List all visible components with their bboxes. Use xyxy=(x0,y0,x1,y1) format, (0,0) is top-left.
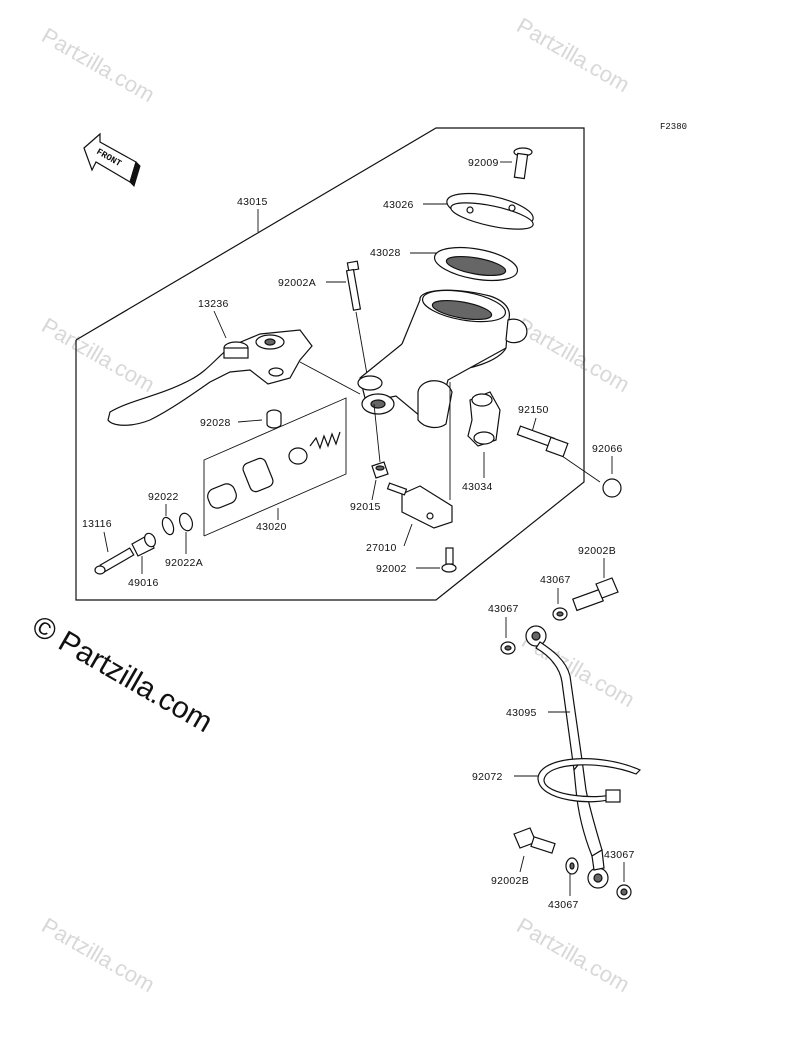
label-92002B-bottom: 92002B xyxy=(491,875,529,887)
label-43028: 43028 xyxy=(370,247,401,259)
brake-hose-43095 xyxy=(525,625,609,889)
plug-92066 xyxy=(602,478,622,498)
label-92002: 92002 xyxy=(376,563,407,575)
diagram-code: F2380 xyxy=(660,122,687,132)
switch-27010 xyxy=(386,482,453,529)
pushrod-13116 xyxy=(94,547,135,575)
label-92002A: 92002A xyxy=(278,277,316,289)
master-cylinder-body xyxy=(357,289,528,429)
label-43026: 43026 xyxy=(383,199,414,211)
label-92009: 92009 xyxy=(468,157,499,169)
front-arrow-icon: FRONT xyxy=(83,132,141,187)
label-92072: 92072 xyxy=(472,771,503,783)
banjo-bolt-92002B-top xyxy=(572,577,619,612)
clamp-92072 xyxy=(537,758,642,803)
label-27010: 27010 xyxy=(366,542,397,554)
banjo-bolt-92002B-bottom xyxy=(513,827,556,854)
clamp-43034 xyxy=(467,391,501,447)
watermark-top-right: Partzilla.com xyxy=(513,13,635,98)
cap-43026 xyxy=(446,192,534,230)
label-43067-b: 43067 xyxy=(488,603,519,615)
assembly-box xyxy=(75,127,585,601)
label-43095: 43095 xyxy=(506,707,537,719)
lever-13236 xyxy=(107,329,361,426)
label-92150: 92150 xyxy=(518,404,549,416)
diaphragm-43028 xyxy=(433,246,519,282)
label-92028: 92028 xyxy=(200,417,231,429)
bushing-92028 xyxy=(266,409,282,429)
screw-92002 xyxy=(441,547,457,573)
watermark-mid-left: Partzilla.com xyxy=(38,313,160,398)
screw-92009 xyxy=(513,147,533,180)
label-49016: 49016 xyxy=(128,577,159,589)
watermark-main: © Partzilla.com xyxy=(27,609,219,739)
label-13116: 13116 xyxy=(82,518,112,530)
label-13236: 13236 xyxy=(198,298,229,310)
label-43067-a: 43067 xyxy=(540,574,571,586)
label-92002B-top: 92002B xyxy=(578,545,616,557)
piston-kit-bracket xyxy=(203,397,347,537)
ring-92022A xyxy=(178,512,194,532)
label-43034: 43034 xyxy=(462,481,493,493)
watermark-bottom-left: Partzilla.com xyxy=(38,913,160,998)
boot-49016 xyxy=(131,532,157,557)
label-92022A: 92022A xyxy=(165,557,203,569)
bolt-92150 xyxy=(516,425,569,458)
label-43067-d: 43067 xyxy=(604,849,635,861)
nut-92015 xyxy=(371,461,389,479)
piston-kit-43020 xyxy=(207,431,341,509)
ring-92022 xyxy=(161,516,175,536)
label-43067-c: 43067 xyxy=(548,899,579,911)
bolt-92002A xyxy=(345,260,369,381)
watermark-mid-right: Partzilla.com xyxy=(513,313,635,398)
label-92066: 92066 xyxy=(592,443,623,455)
label-43020: 43020 xyxy=(256,521,287,533)
label-92022: 92022 xyxy=(148,491,179,503)
label-43015: 43015 xyxy=(237,196,268,208)
label-92015: 92015 xyxy=(350,501,381,513)
watermark-bottom-right: Partzilla.com xyxy=(513,913,635,998)
watermark-top-left: Partzilla.com xyxy=(38,23,160,108)
